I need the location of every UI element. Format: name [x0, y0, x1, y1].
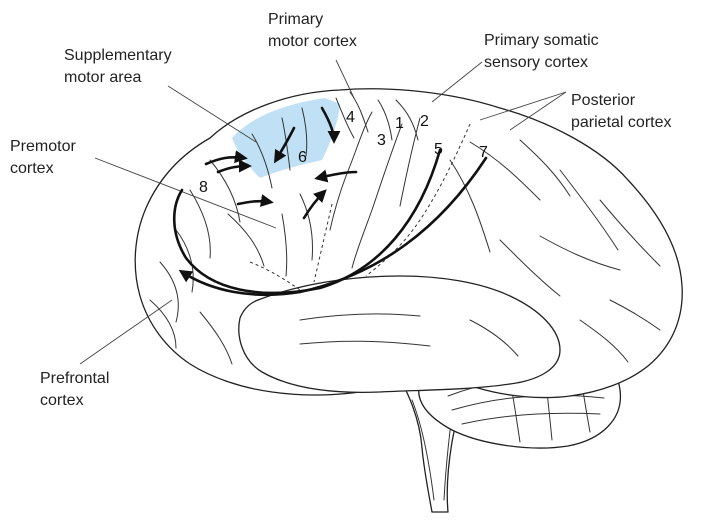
label-primary-somatic-sensory-cortex: Primary somatic sensory cortex [484, 32, 603, 71]
label-premotor-cortex: Premotor cortex [10, 138, 80, 177]
area-number-1: 1 [395, 115, 404, 132]
area-number-7: 7 [479, 144, 488, 161]
area-number-5: 5 [434, 141, 443, 158]
area-number-8: 8 [199, 179, 208, 196]
area-number-4: 4 [346, 109, 355, 126]
leader-supplementary [168, 86, 256, 142]
label-primary-motor-cortex: Primary motor cortex [268, 11, 357, 50]
label-posterior-parietal-cortex: Posterior parietal cortex [571, 92, 672, 131]
area-number-2: 2 [420, 113, 429, 130]
label-prefrontal-cortex: Prefrontal cortex [40, 370, 114, 409]
leader-primary-somatic [432, 62, 482, 102]
label-supplementary-motor-area: Supplementary motor area [64, 47, 176, 86]
area-number-6: 6 [298, 149, 307, 166]
area-number-3: 3 [377, 132, 386, 149]
